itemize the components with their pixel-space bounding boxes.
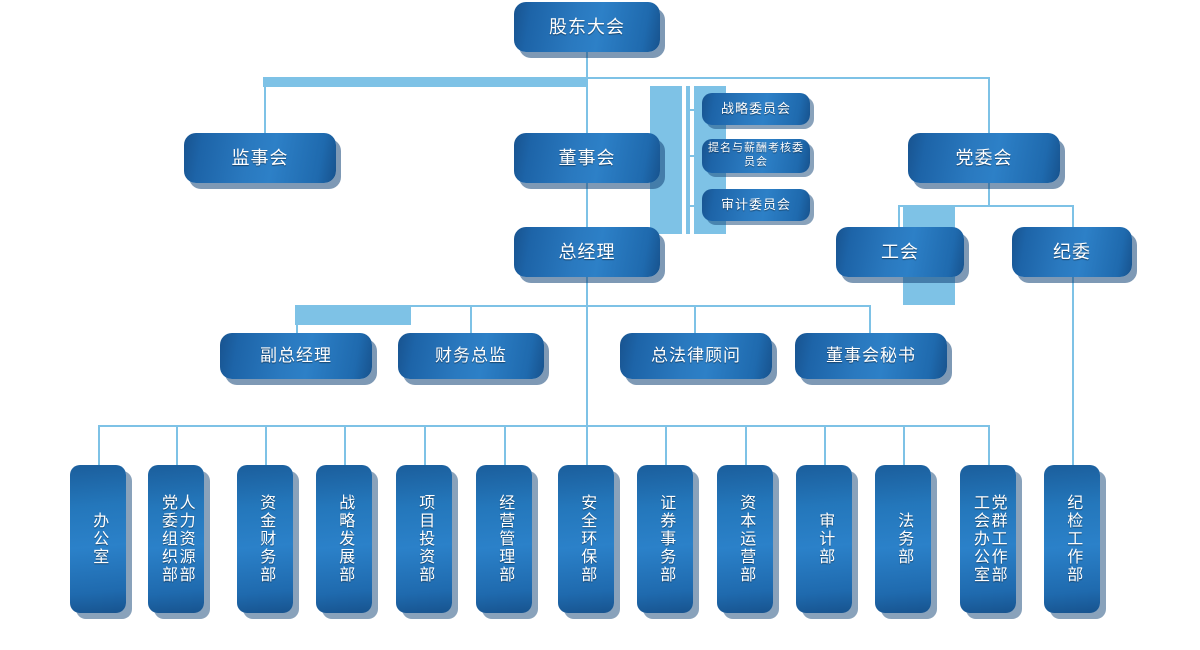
connector-rail-departments [98,425,988,427]
connector-to-supervisory-board [264,77,266,133]
node-shareholders-meeting[interactable]: 股东大会 [514,2,660,52]
connector-drop-dept-10 [824,425,826,465]
department-audit[interactable]: 审计部 [796,465,852,613]
node-label: 总法律顾问 [651,346,741,366]
node-audit-committee[interactable]: 审计委员会 [702,189,810,221]
connector-board-to-general-manager [586,183,588,227]
department-party-organization-hr[interactable]: 党委组织部 人力资源部 [148,465,204,613]
connector-discipline-to-department [1072,277,1074,465]
node-discipline-committee[interactable]: 纪委 [1012,227,1132,277]
connector-stub-audit-committee [686,205,702,207]
connector-drop-dept-13 [1072,425,1074,465]
department-legal-affairs[interactable]: 法务部 [875,465,931,613]
connector-shareholders-stem [586,52,588,78]
department-label: 证券事务部 [657,494,675,584]
connector-to-party-committee [988,77,990,133]
connector-to-deputy-general-manager [296,305,298,333]
connector-committee-spine-line [686,86,688,234]
department-union-office-party-work[interactable]: 工会办公室 党群工作部 [960,465,1016,613]
department-strategy-development[interactable]: 战略发展部 [316,465,372,613]
node-label: 董事会 [558,147,616,168]
connector-stub-strategy-committee [686,109,702,111]
department-label: 法务部 [895,512,913,566]
connector-rail-union-discipline [898,205,1074,207]
node-nomination-remuneration-committee[interactable]: 提名与薪酬考核委员会 [702,139,810,173]
department-label: 审计部 [816,512,834,566]
department-funds-finance[interactable]: 资金财务部 [237,465,293,613]
department-discipline-inspection-work[interactable]: 纪检工作部 [1044,465,1100,613]
node-labor-union[interactable]: 工会 [836,227,964,277]
node-label: 审计委员会 [720,196,791,212]
connector-drop-dept-11 [903,425,905,465]
connector-stub-nomination-committee [686,155,702,157]
department-label-line-2: 党群工作部 [988,494,1006,584]
node-label: 战略委员会 [720,100,791,116]
department-label: 纪检工作部 [1064,494,1082,584]
node-label: 纪委 [1053,241,1091,262]
node-party-committee[interactable]: 党委会 [908,133,1060,183]
node-label: 股东大会 [549,16,625,37]
node-label: 监事会 [231,147,289,168]
connector-to-board-secretary [869,305,871,333]
connector-rail-staff [295,305,871,307]
node-general-counsel[interactable]: 总法律顾问 [620,333,772,379]
connector-general-manager-stem [586,277,588,305]
connector-band-top-rail [263,77,588,87]
node-general-manager[interactable]: 总经理 [514,227,660,277]
node-label: 董事会秘书 [826,346,916,366]
node-label: 提名与薪酬考核委员会 [708,142,804,168]
department-label: 项目投资部 [416,494,434,584]
department-project-investment[interactable]: 项目投资部 [396,465,452,613]
node-label: 党委会 [955,147,1013,168]
connector-band-deputy-gm [295,305,411,325]
node-label: 副总经理 [260,346,332,366]
node-label: 工会 [881,241,919,262]
connector-drop-dept-12 [988,425,990,465]
node-label: 总经理 [558,241,616,262]
node-strategy-committee[interactable]: 战略委员会 [702,93,810,125]
node-chief-financial-officer[interactable]: 财务总监 [398,333,544,379]
department-label: 资金财务部 [257,494,275,584]
department-capital-operations[interactable]: 资本运营部 [717,465,773,613]
connector-drop-dept-6 [504,425,506,465]
department-label: 经营管理部 [496,494,514,584]
department-label: 办公室 [90,512,108,566]
connector-drop-dept-7 [586,425,588,465]
connector-drop-dept-8 [665,425,667,465]
connector-spine-to-departments [586,305,588,425]
department-label: 安全环保部 [578,494,596,584]
connector-drop-dept-2 [176,425,178,465]
node-board-secretary[interactable]: 董事会秘书 [795,333,947,379]
department-label-line-1: 工会办公室 [971,494,988,584]
department-office[interactable]: 办公室 [70,465,126,613]
connector-to-discipline-committee [1072,205,1074,227]
node-board-of-directors[interactable]: 董事会 [514,133,660,183]
node-supervisory-board[interactable]: 监事会 [184,133,336,183]
connector-to-cfo [470,305,472,333]
department-label-line-1: 党委组织部 [159,494,176,584]
department-label: 战略发展部 [336,494,354,584]
connector-drop-dept-5 [424,425,426,465]
connector-party-committee-stem [988,183,990,205]
connector-rail-to-party-committee [586,77,990,79]
connector-drop-dept-4 [344,425,346,465]
connector-drop-dept-1 [98,425,100,465]
connector-drop-dept-3 [265,425,267,465]
connector-drop-dept-9 [745,425,747,465]
department-label-line-2: 人力资源部 [176,494,194,584]
department-securities-affairs[interactable]: 证券事务部 [637,465,693,613]
node-label: 财务总监 [435,346,507,366]
department-safety-environment[interactable]: 安全环保部 [558,465,614,613]
node-deputy-general-manager[interactable]: 副总经理 [220,333,372,379]
connector-to-labor-union [898,205,900,227]
department-label: 资本运营部 [737,494,755,584]
department-operations-management[interactable]: 经营管理部 [476,465,532,613]
connector-to-general-counsel [694,305,696,333]
connector-to-board-of-directors [586,77,588,133]
connector-band-gap [682,86,686,234]
